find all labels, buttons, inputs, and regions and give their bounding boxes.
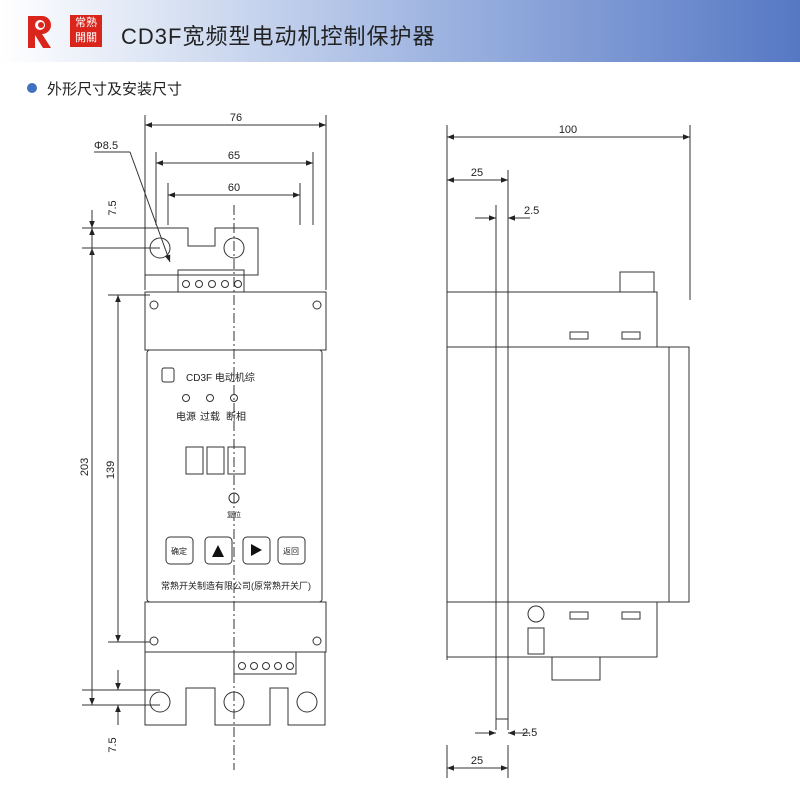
manufacturer-label: 常熟开关制造有限公司(原常熟开关厂) [161, 580, 311, 591]
dim-25-top: 25 [471, 167, 483, 179]
bullet-icon [27, 83, 37, 94]
dim-139: 139 [105, 461, 117, 479]
back-button-label: 返回 [283, 547, 299, 556]
dim-25-bottom: 25 [471, 755, 483, 767]
indicator-overload: 过载 [200, 410, 220, 423]
confirm-button-label: 确定 [171, 546, 187, 556]
dim-100: 100 [559, 124, 577, 136]
reset-label: 复位 [227, 510, 241, 519]
dim-7-5-top: 7.5 [107, 200, 119, 215]
company-seal: 常熟 開關 [70, 15, 102, 47]
right-arrow-icon [251, 544, 262, 556]
dim-phi: Φ8.5 [94, 140, 118, 152]
dim-2-5-top: 2.5 [524, 205, 539, 217]
indicator-power: 电源 [176, 410, 196, 423]
dim-76: 76 [230, 112, 242, 124]
seal-text-bottom: 開關 [75, 31, 97, 44]
header-banner: 常熟 開關 CD3F宽频型电动机控制保护器 [0, 0, 800, 62]
up-arrow-icon [212, 545, 224, 557]
section-title: 外形尺寸及安装尺寸 [47, 81, 183, 98]
dim-7-5-bottom: 7.5 [107, 737, 119, 752]
dim-60: 60 [228, 182, 240, 194]
device-label: CD3F 电动机综 [186, 371, 255, 384]
page-title: CD3F宽频型电动机控制保护器 [121, 24, 436, 49]
section-heading: 外形尺寸及安装尺寸 [27, 78, 182, 99]
company-logo-icon [28, 16, 51, 48]
dim-65: 65 [228, 150, 240, 162]
seal-text-top: 常熟 [75, 16, 97, 29]
dim-203: 203 [79, 458, 91, 476]
dim-2-5-bottom: 2.5 [522, 727, 537, 739]
indicator-phase-loss: 断相 [226, 410, 246, 423]
